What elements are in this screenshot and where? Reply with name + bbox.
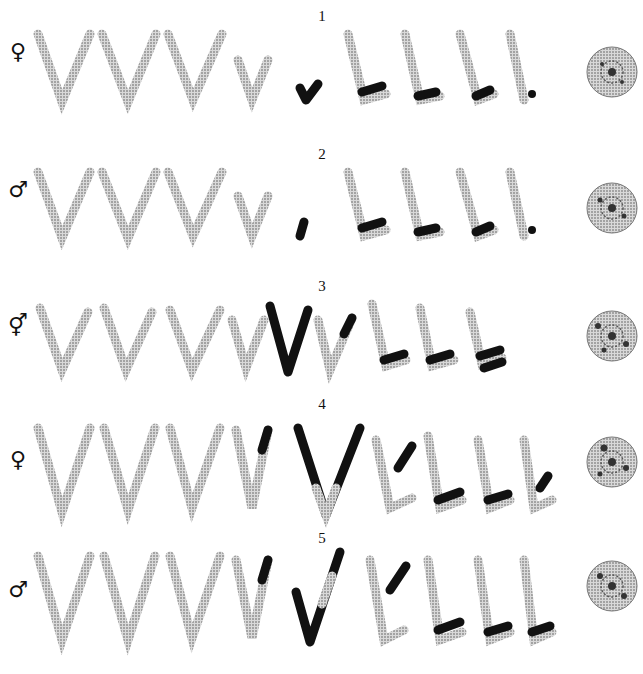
sex-symbol: ♀ [10,449,26,471]
sex-symbol: ♂ [8,179,28,201]
chromosome-row [40,304,637,372]
sex-symbol: ♀ [10,41,26,63]
chromosome-row [38,428,637,515]
chromosome-row [38,172,637,238]
row-number: 3 [318,279,326,294]
row-number: 4 [318,397,326,412]
row-number: 1 [318,9,326,24]
row-number: 2 [318,147,326,162]
sex-symbol: ⚥ [8,315,28,337]
sex-symbol: ♂ [8,579,28,601]
chromosome-row [38,552,637,642]
row-number: 5 [318,531,326,546]
chromosome-row [38,34,637,102]
